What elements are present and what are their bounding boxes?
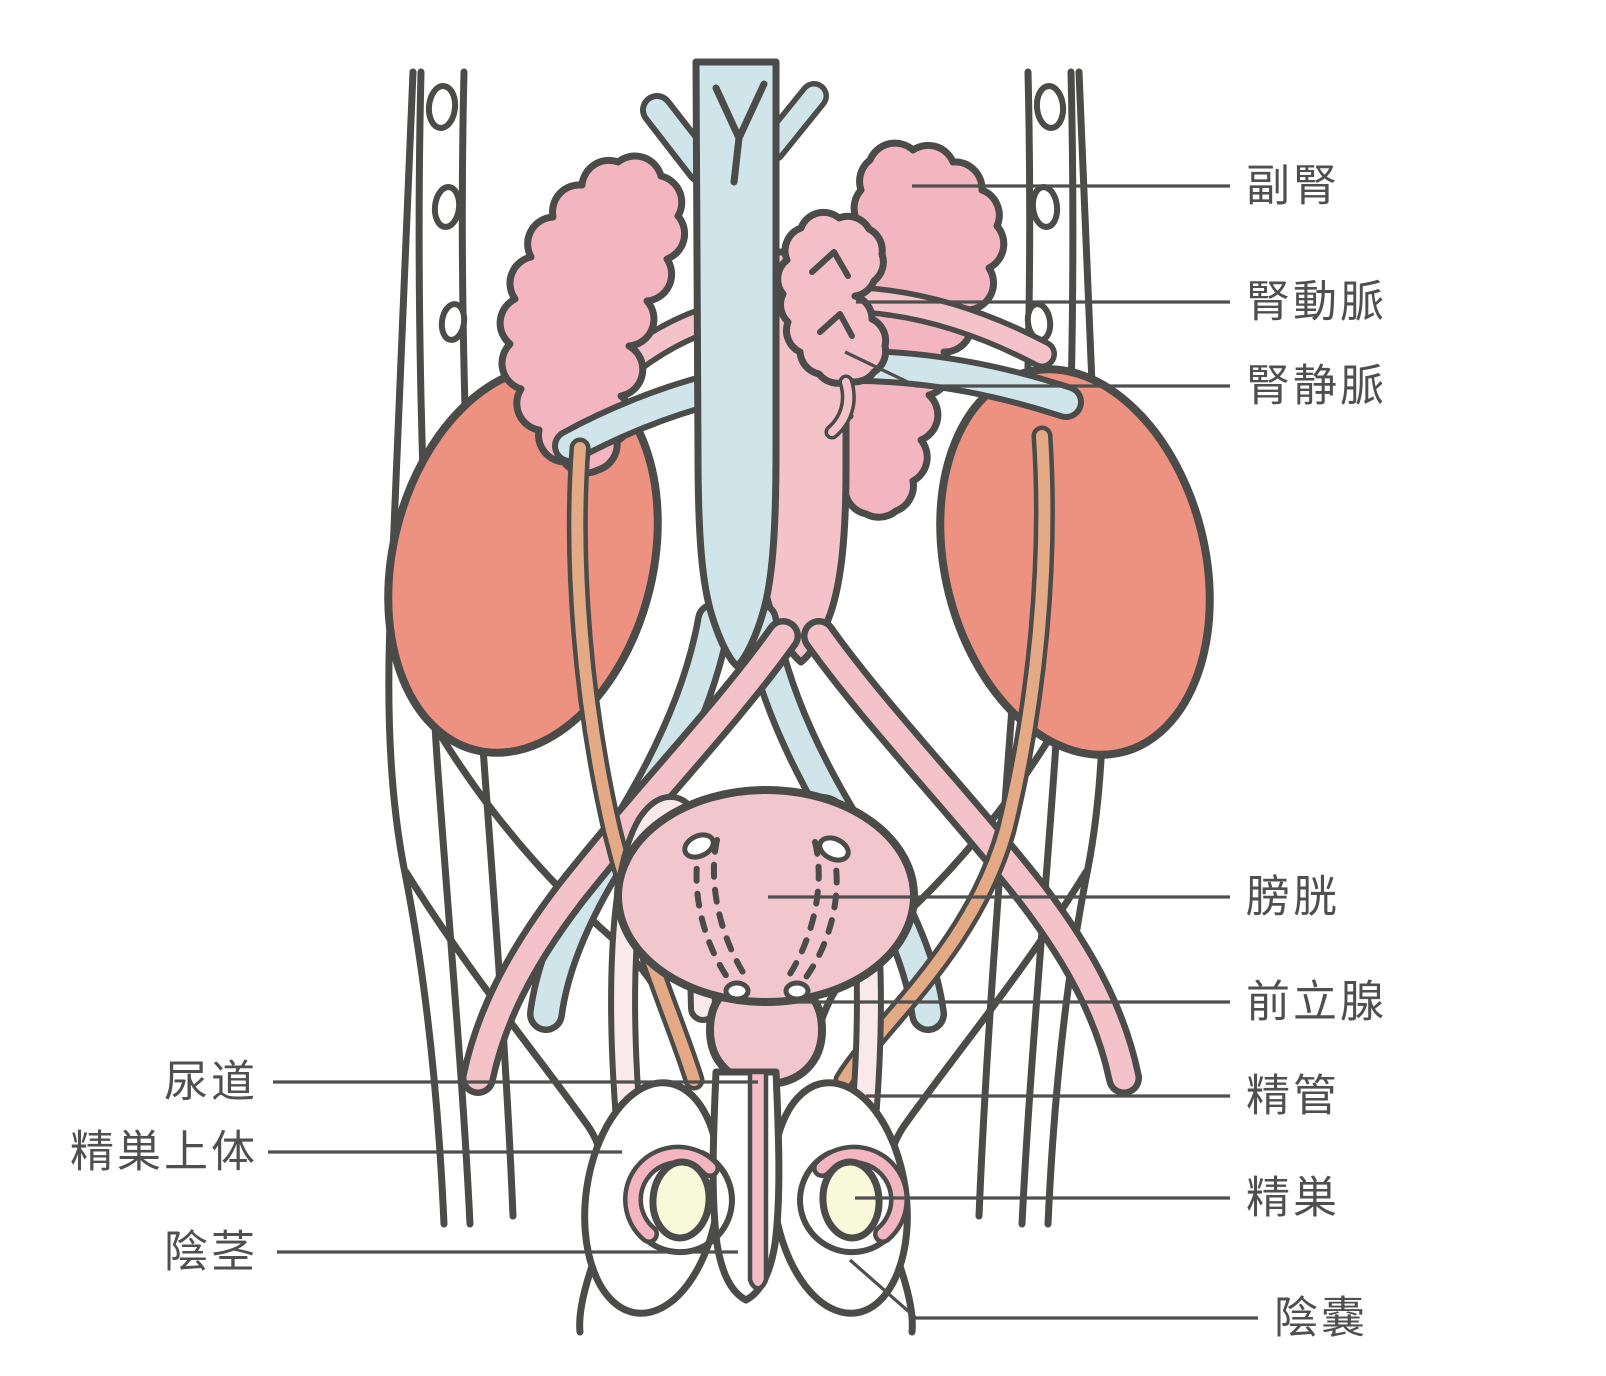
labels: 副腎 腎動脈 腎静脈 膀胱 前立腺 精管 精巣 陰嚢 尿道 精巣上体 陰茎 — [70, 161, 1387, 1344]
urethra-stripe — [747, 1069, 769, 1291]
ureteral-orifices — [682, 832, 851, 1002]
vertebra-oval — [1033, 83, 1067, 131]
label-testis: 精巣 — [1246, 1173, 1340, 1224]
vertebra-oval — [431, 184, 463, 230]
renal-vein-left — [552, 372, 728, 464]
mesenteric-stub — [824, 374, 856, 440]
leader-line-renal-vein — [844, 350, 1230, 388]
testis-left — [649, 1158, 713, 1242]
vena-cava-trunk — [692, 58, 780, 670]
vertebra-oval — [438, 301, 468, 343]
vertebra-oval — [425, 83, 459, 131]
thigh-line-left — [402, 868, 610, 1336]
body-line-left — [385, 68, 448, 1228]
epididymis-right — [812, 1144, 910, 1244]
celiac-branch-marks — [809, 249, 855, 339]
leader-lines — [268, 184, 1258, 1320]
label-bladder: 膀胱 — [1246, 872, 1340, 923]
penis-shaft — [709, 1068, 783, 1304]
hepatic-vein-mark — [712, 80, 768, 186]
label-renal-artery: 腎動脈 — [1246, 277, 1387, 328]
celiac-trunk — [774, 208, 890, 387]
label-urethra: 尿道 — [164, 1057, 258, 1108]
thigh-line-right — [882, 868, 1090, 1336]
vertebra-oval — [1029, 184, 1061, 230]
label-vas-deferens: 精管 — [1246, 1071, 1340, 1122]
epididymis-left — [622, 1144, 720, 1244]
testis-right — [819, 1158, 883, 1242]
label-adrenal: 副腎 — [1246, 161, 1340, 212]
leader-line-scrotum — [848, 1258, 1258, 1320]
label-scrotum: 陰嚢 — [1274, 1293, 1368, 1344]
label-renal-vein: 腎静脈 — [1246, 361, 1387, 412]
label-epididymis: 精巣上体 — [70, 1127, 258, 1178]
label-penis: 陰茎 — [164, 1227, 258, 1278]
ureter-left — [566, 437, 705, 1091]
ureter-right — [833, 425, 1055, 1091]
iliac-artery-right — [801, 618, 1142, 1096]
iliac-artery-left — [460, 618, 801, 1096]
label-prostate: 前立腺 — [1246, 977, 1387, 1028]
